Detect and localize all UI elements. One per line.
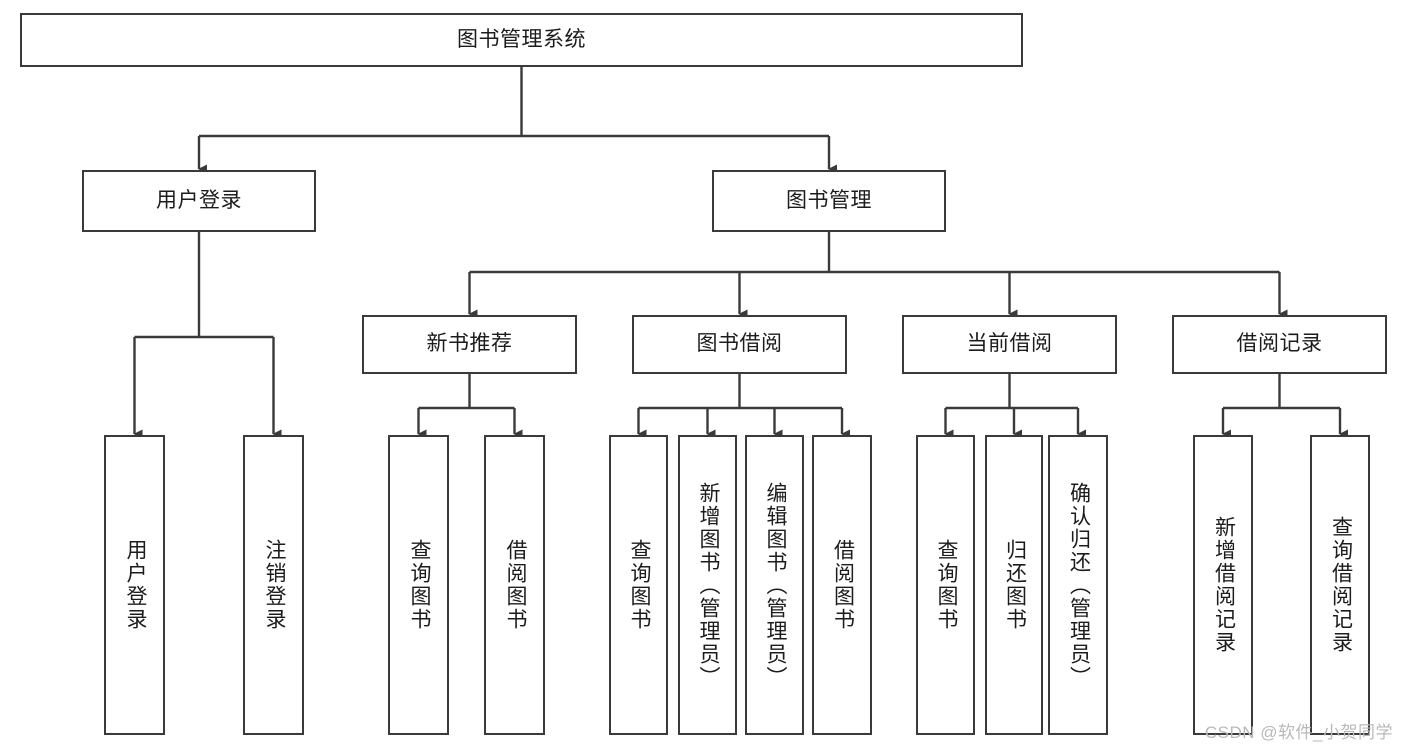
node-current-borrow[interactable]: 当前借阅 — [902, 315, 1117, 374]
node-label: 当前借阅 — [966, 332, 1053, 356]
node-label: 新增图书（管理员） — [696, 481, 720, 689]
node-label: 用户登录 — [123, 539, 147, 631]
node-leaf-rec-borrow-book[interactable]: 借阅图书 — [484, 435, 545, 735]
node-label: 查询图书 — [407, 539, 431, 631]
node-label: 新增借阅记录 — [1212, 516, 1236, 654]
node-leaf-borrow-query-book[interactable]: 查询图书 — [609, 435, 668, 735]
node-leaf-user-logout[interactable]: 注销登录 — [243, 435, 304, 735]
node-leaf-user-login[interactable]: 用户登录 — [104, 435, 165, 735]
node-leaf-rec-query-book[interactable]: 查询图书 — [388, 435, 449, 735]
node-label: 新书推荐 — [426, 332, 513, 356]
node-leaf-cur-return-book[interactable]: 归还图书 — [985, 435, 1043, 735]
node-leaf-rec-query-record[interactable]: 查询借阅记录 — [1310, 435, 1370, 735]
edge-group — [133, 67, 1348, 439]
node-label: 查询图书 — [934, 539, 958, 631]
node-label: 编辑图书（管理员） — [763, 481, 787, 689]
node-leaf-borrow-add-book[interactable]: 新增图书（管理员） — [678, 435, 737, 735]
node-leaf-borrow-borrow-book[interactable]: 借阅图书 — [812, 435, 872, 735]
node-leaf-rec-add-record[interactable]: 新增借阅记录 — [1193, 435, 1253, 735]
node-root[interactable]: 图书管理系统 — [20, 13, 1023, 67]
node-label: 图书借阅 — [696, 332, 783, 356]
node-label: 查询图书 — [627, 539, 651, 631]
node-label: 图书管理 — [786, 188, 872, 212]
node-label: 查询借阅记录 — [1329, 516, 1353, 654]
node-book-manage[interactable]: 图书管理 — [712, 170, 946, 232]
node-label: 注销登录 — [262, 539, 286, 631]
node-label: 借阅记录 — [1236, 332, 1323, 356]
node-new-book-rec[interactable]: 新书推荐 — [362, 315, 577, 374]
node-label: 用户登录 — [156, 188, 242, 212]
node-label: 借阅图书 — [831, 539, 855, 631]
node-label: 归还图书 — [1003, 539, 1027, 631]
node-label: 图书管理系统 — [457, 27, 586, 51]
node-label: 确认归还（管理员） — [1067, 481, 1091, 689]
node-leaf-borrow-edit-book[interactable]: 编辑图书（管理员） — [745, 435, 804, 735]
node-borrow-record[interactable]: 借阅记录 — [1172, 315, 1387, 374]
node-leaf-cur-query-book[interactable]: 查询图书 — [916, 435, 975, 735]
watermark-label: CSDN @软件_小贺同学 — [1204, 723, 1393, 742]
node-user-login[interactable]: 用户登录 — [82, 170, 316, 232]
node-leaf-cur-confirm-return[interactable]: 确认归还（管理员） — [1048, 435, 1108, 735]
node-book-borrow[interactable]: 图书借阅 — [632, 315, 847, 374]
node-label: 借阅图书 — [503, 539, 527, 631]
